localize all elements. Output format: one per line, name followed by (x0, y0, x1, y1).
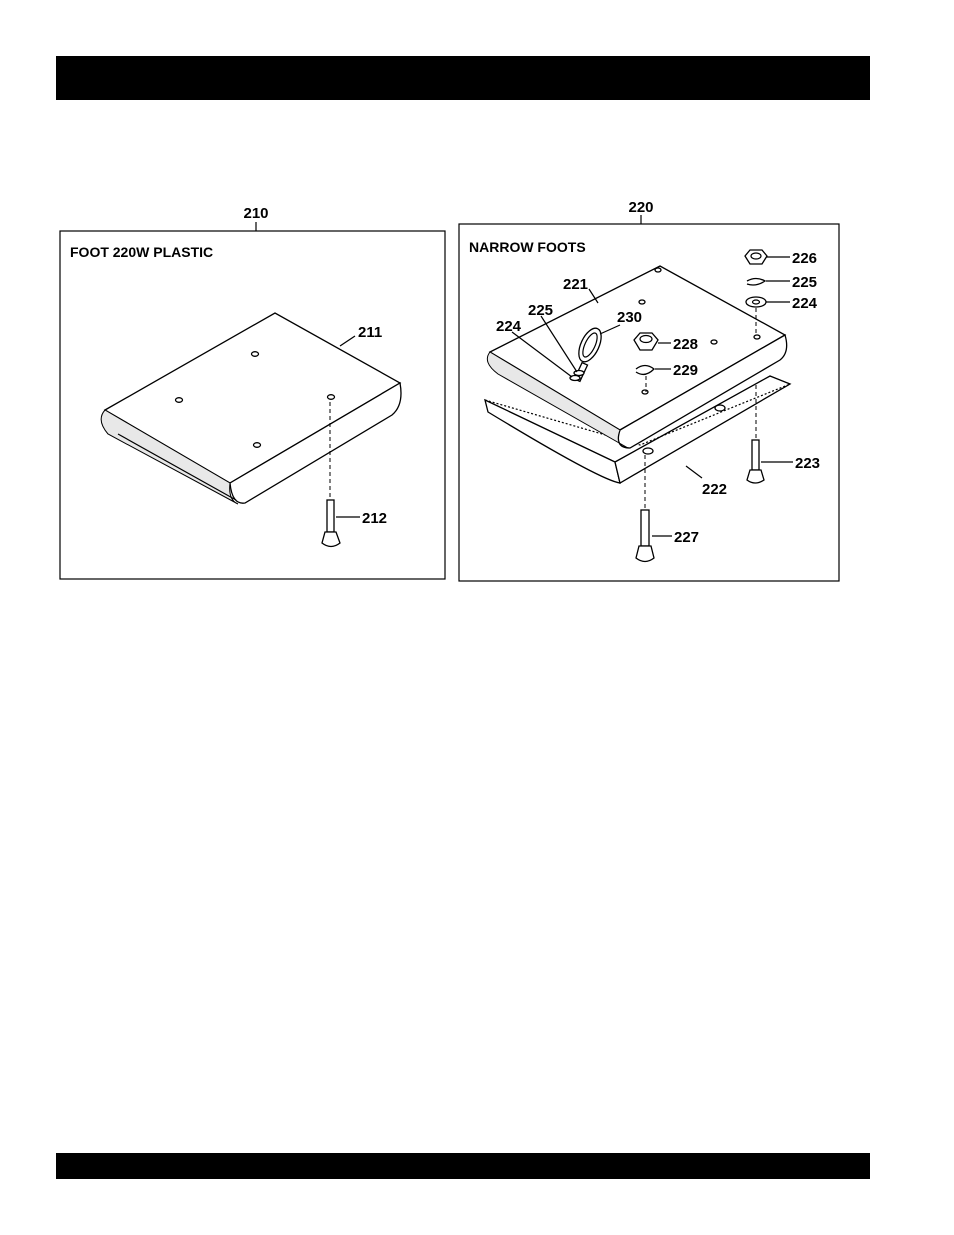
lockwasher-225 (747, 279, 765, 286)
upper-plate-221 (487, 266, 786, 448)
nut-226 (745, 250, 767, 264)
label-224-ring: 224 (496, 318, 522, 335)
label-226: 226 (792, 250, 817, 267)
label-223: 223 (795, 455, 820, 472)
left-panel: 210 FOOT 220W PLASTIC 212 211 (60, 205, 445, 579)
label-228: 228 (673, 336, 698, 353)
label-211: 211 (358, 324, 382, 341)
washer-224 (746, 297, 766, 307)
label-224-top: 224 (792, 295, 818, 312)
label-230: 230 (617, 309, 642, 326)
left-panel-callout: 210 (243, 205, 268, 222)
lockwasher-ring-225 (574, 371, 584, 376)
right-panel-title: NARROW FOOTS (469, 239, 586, 255)
foot-plate-211 (101, 313, 401, 504)
right-panel: 220 NARROW FOOTS (459, 199, 839, 581)
right-panel-callout: 220 (628, 199, 653, 216)
bolt-227 (636, 510, 654, 562)
bolt-212 (322, 500, 340, 547)
label-221: 221 (563, 276, 588, 293)
label-212: 212 (362, 510, 387, 527)
label-225-top: 225 (792, 274, 817, 291)
label-227: 227 (674, 529, 699, 546)
label-222: 222 (702, 481, 727, 498)
label-225-ring: 225 (528, 302, 553, 319)
left-panel-title: FOOT 220W PLASTIC (70, 244, 213, 260)
label-229: 229 (673, 362, 698, 379)
